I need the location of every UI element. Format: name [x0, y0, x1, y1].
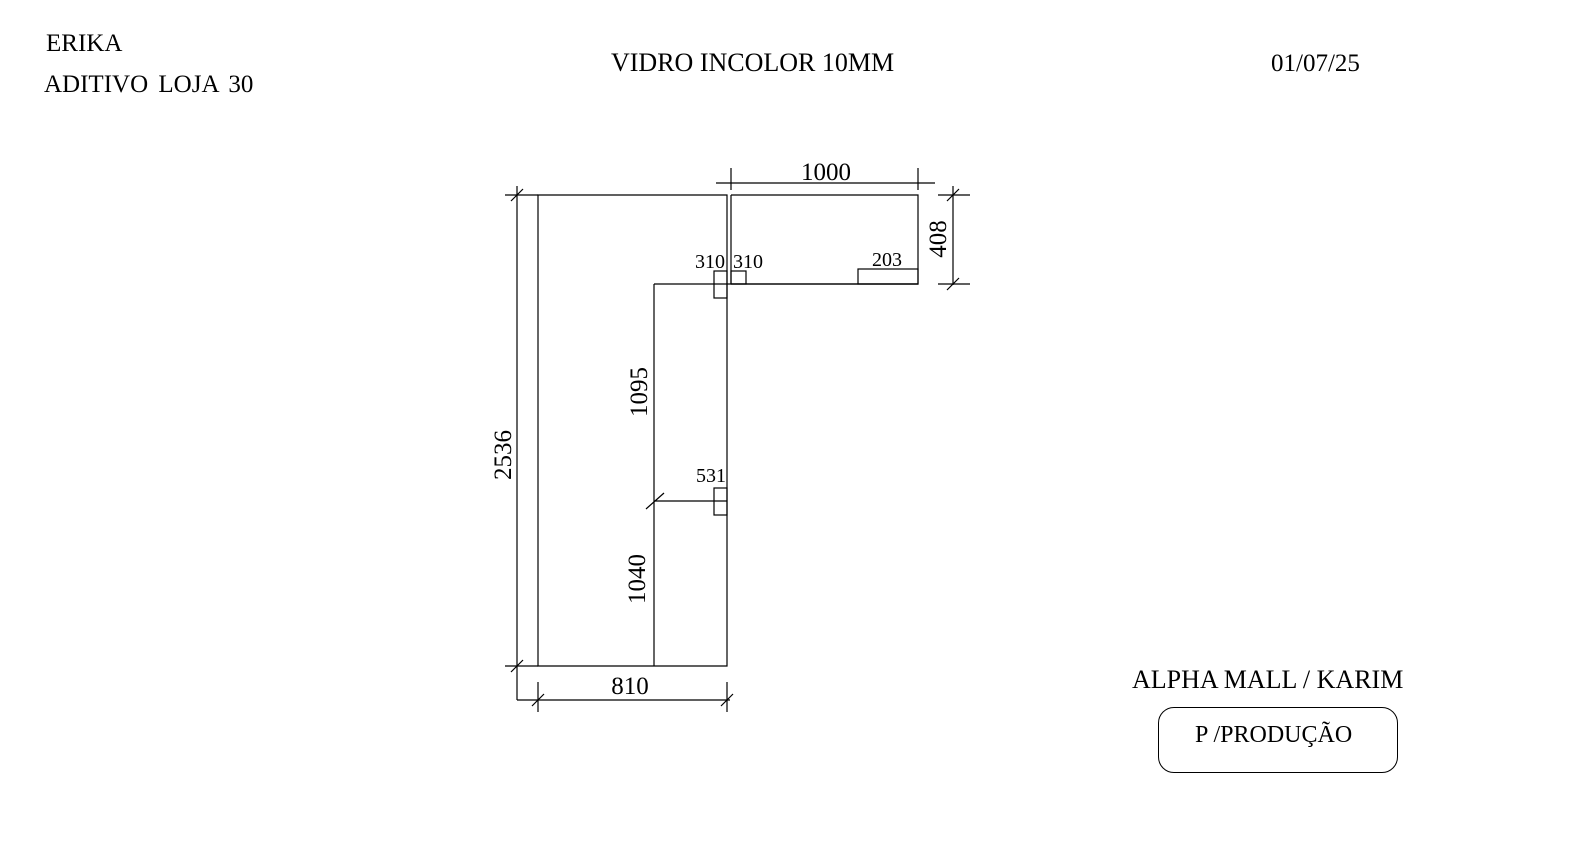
dim-bottom-width: 810 [611, 673, 649, 700]
material-title: VIDRO INCOLOR 10MM [611, 48, 895, 77]
project-name: ALPHA MALL / KARIM [1132, 665, 1404, 694]
dim-left-slash-bottom [510, 659, 524, 673]
notch-mid [713, 487, 728, 516]
dim-left-slash-top [510, 188, 524, 202]
drawing-date: 01/07/25 [1271, 50, 1360, 77]
stage-label: P /PRODUÇÃO [1195, 722, 1353, 748]
stage-badge: P /PRODUÇÃO [1158, 707, 1398, 773]
dim-total-height: 2536 [490, 430, 517, 480]
panel-left-outline [537, 194, 728, 667]
dim-bottom-slash-right [720, 693, 734, 707]
dim-notch-mid: 531 [696, 465, 726, 487]
dim-notch-end: 203 [872, 249, 902, 271]
notch-right [730, 270, 747, 285]
notch-left [713, 270, 728, 299]
dim-right-slash-top [946, 188, 960, 202]
notch-end [857, 268, 919, 285]
client-name: ERIKA [46, 30, 123, 57]
dim-top-width: 1000 [801, 159, 851, 186]
dim-upper-segment: 1095 [626, 367, 653, 417]
dim-lower-segment: 1040 [624, 554, 651, 604]
dim-right-slash-bottom [946, 277, 960, 291]
dim-notch-left: 310 [695, 251, 725, 273]
addendum-label: ADITIVO LOJA 30 [44, 71, 254, 98]
dim-notch-right: 310 [733, 251, 763, 273]
dim-bottom-slash-left [531, 693, 545, 707]
split-slash [645, 492, 665, 510]
dim-top-height: 408 [925, 220, 952, 258]
